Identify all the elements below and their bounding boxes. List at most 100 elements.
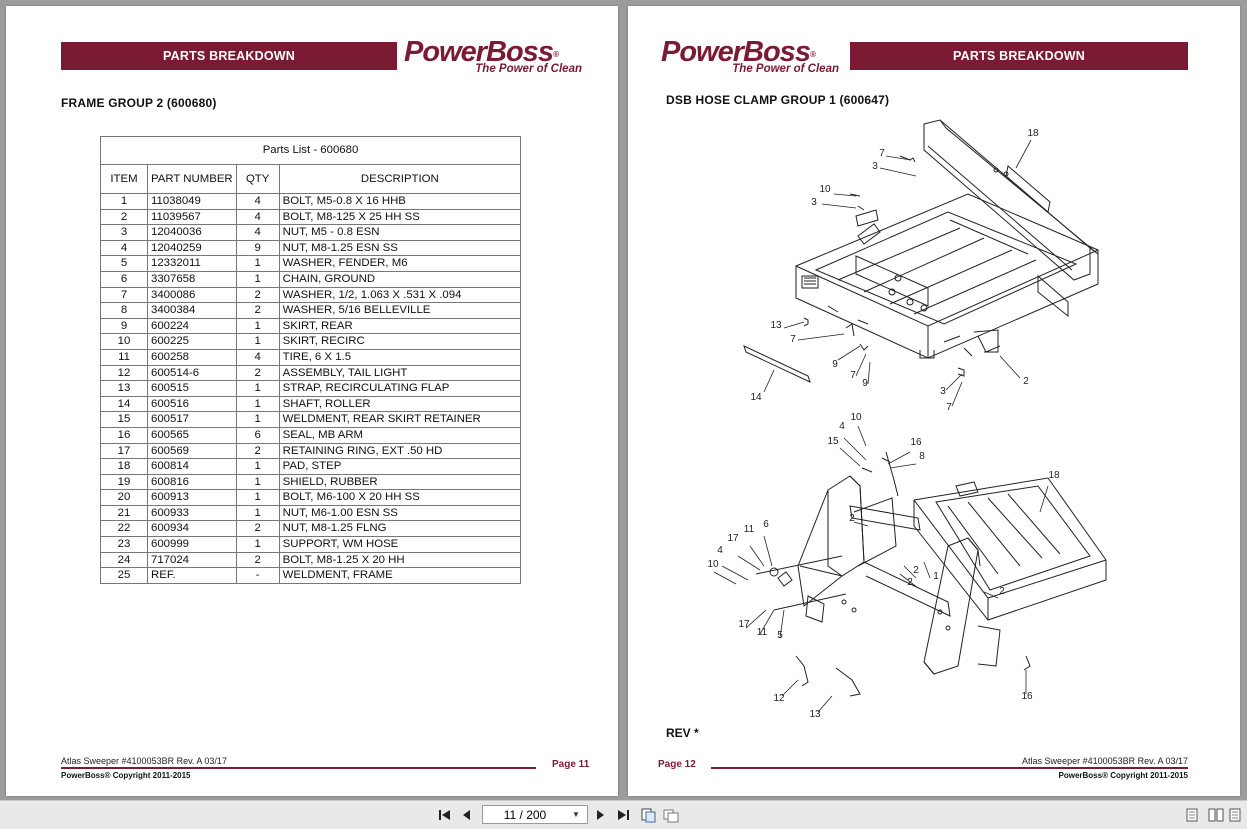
callout: 8	[919, 451, 925, 462]
qty-cell: 1	[235, 411, 280, 428]
viewer-toolbar: ▼	[0, 800, 1247, 829]
callout: 7	[790, 334, 796, 345]
part-number-cell: 3307658	[147, 270, 237, 288]
item-cell: 8	[100, 302, 148, 319]
page-number-input[interactable]	[483, 806, 567, 823]
callout: 2	[907, 577, 913, 588]
exploded-parts-diagram: 18 7 3 10 3 13 7 9 7 9 14 3 7 2 10 4 15 …	[707, 119, 1107, 720]
description-cell: PAD, STEP	[278, 458, 522, 475]
footer-doc-info: Atlas Sweeper #4100053BR Rev. A 03/17	[61, 756, 227, 766]
description-cell: SKIRT, REAR	[278, 317, 522, 335]
item-cell: 20	[100, 489, 148, 506]
qty-cell: 6	[235, 426, 280, 444]
revision-label: REV *	[666, 726, 699, 740]
lower-frame-assembly	[755, 451, 1107, 697]
part-number-cell: 12332011	[147, 255, 237, 272]
item-cell: 6	[100, 270, 148, 288]
qty-cell: 4	[235, 348, 280, 366]
callout: 11	[757, 627, 768, 638]
col-header-description: DESCRIPTION	[278, 164, 522, 194]
callout: 9	[832, 359, 838, 370]
part-number-cell: 600934	[147, 520, 237, 538]
part-number-cell: 600258	[147, 348, 237, 366]
prev-page-icon[interactable]	[459, 807, 473, 823]
description-cell: SEAL, MB ARM	[278, 426, 522, 444]
first-page-icon[interactable]	[436, 807, 454, 823]
description-cell: NUT, M8-1.25 ESN SS	[278, 239, 522, 257]
footer-rule	[61, 767, 536, 769]
description-cell: WELDMENT, REAR SKIRT RETAINER	[278, 411, 522, 428]
qty-cell: 2	[235, 442, 280, 460]
qty-cell: 4	[235, 208, 280, 226]
description-cell: ASSEMBLY, TAIL LIGHT	[278, 364, 522, 382]
part-number-cell: 600514-6	[147, 364, 237, 382]
part-number-cell: 600565	[147, 426, 237, 444]
item-cell: 10	[100, 333, 148, 350]
qty-cell: 9	[235, 239, 280, 257]
item-cell: 2	[100, 208, 148, 226]
continuous-view-icon[interactable]	[1228, 807, 1242, 823]
part-number-cell: 600816	[147, 473, 237, 491]
item-cell: 15	[100, 411, 148, 428]
item-cell: 4	[100, 239, 148, 257]
last-page-icon[interactable]	[614, 807, 632, 823]
callout: 3	[811, 197, 817, 208]
two-page-view-icon[interactable]	[1208, 807, 1224, 823]
qty-cell: 1	[235, 458, 280, 475]
callout: 5	[777, 630, 783, 641]
callout: 10	[707, 559, 719, 570]
item-cell: 9	[100, 317, 148, 335]
description-cell: SUPPORT, WM HOSE	[278, 536, 522, 553]
part-number-cell: 3400384	[147, 302, 237, 319]
page-number-field[interactable]: ▼	[482, 805, 588, 824]
copy-icon[interactable]	[662, 807, 680, 823]
callout: 16	[1021, 691, 1033, 702]
item-cell: 3	[100, 224, 148, 241]
callout: 2	[1023, 376, 1029, 387]
callout: 14	[750, 392, 762, 403]
part-number-cell: 600933	[147, 504, 237, 522]
rotate-icon[interactable]	[639, 807, 657, 823]
callout: 4	[839, 421, 845, 432]
callout: 10	[850, 412, 862, 423]
single-page-view-icon[interactable]	[1185, 807, 1199, 823]
col-header-part-number: PART NUMBER	[147, 164, 237, 194]
item-cell: 12	[100, 364, 148, 382]
qty-cell: 2	[235, 302, 280, 319]
page-dropdown-chevron-icon[interactable]: ▼	[572, 810, 580, 819]
description-cell: BOLT, M5-0.8 X 16 HHB	[278, 193, 522, 210]
callout: 12	[773, 693, 785, 704]
description-cell: BOLT, M8-1.25 X 20 HH	[278, 551, 522, 569]
footer-copyright: PowerBoss® Copyright 2011-2015	[61, 771, 191, 780]
item-cell: 13	[100, 380, 148, 397]
description-cell: NUT, M8-1.25 FLNG	[278, 520, 522, 538]
left-page: PARTS BREAKDOWN PowerBoss® The Power of …	[6, 6, 618, 796]
footer-rule	[711, 767, 1188, 769]
qty-cell: 4	[235, 224, 280, 241]
next-page-icon[interactable]	[594, 807, 608, 823]
callout: 4	[717, 545, 723, 556]
col-header-item: ITEM	[100, 164, 148, 194]
footer-doc-info: Atlas Sweeper #4100053BR Rev. A 03/17	[1022, 756, 1188, 766]
qty-cell: 2	[235, 286, 280, 304]
description-cell: BOLT, M8-125 X 25 HH SS	[278, 208, 522, 226]
qty-cell: 1	[235, 489, 280, 506]
description-cell: BOLT, M6-100 X 20 HH SS	[278, 489, 522, 506]
right-page: PowerBoss® The Power of Clean PARTS BREA…	[628, 6, 1240, 796]
part-number-cell: 600515	[147, 380, 237, 397]
item-cell: 23	[100, 536, 148, 553]
description-cell: WASHER, 5/16 BELLEVILLE	[278, 302, 522, 319]
parts-breakdown-banner: PARTS BREAKDOWN	[61, 42, 397, 70]
